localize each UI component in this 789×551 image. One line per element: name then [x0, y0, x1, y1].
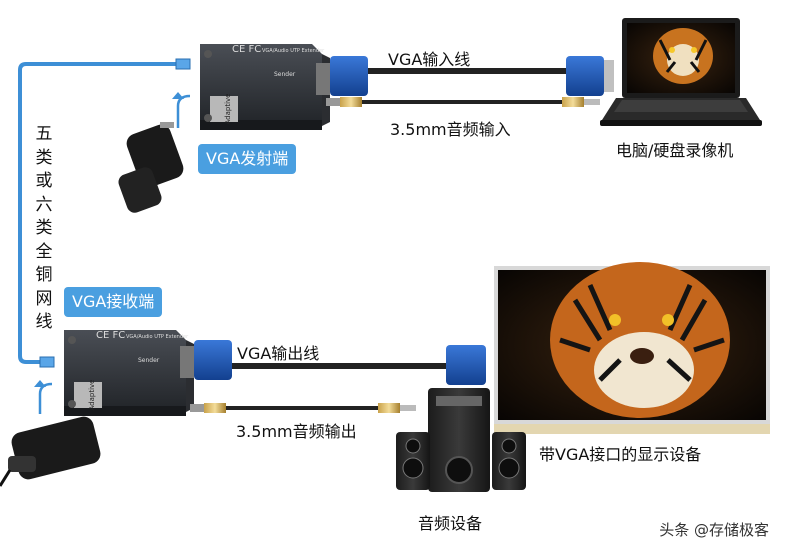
svg-text:CE FC: CE FC — [96, 330, 125, 341]
audio-device-label: 音频设备 — [418, 514, 483, 533]
power-adapter-bottom — [0, 380, 101, 487]
display-monitor-image — [494, 262, 770, 434]
vga-input-cable — [316, 56, 614, 96]
audio-input-cable — [326, 97, 600, 107]
network-cable — [18, 58, 191, 368]
network-cable-label: 五类或六类全铜网线 — [35, 124, 53, 332]
vga-sender-device: Adaptive CE FC VGA/Audio UTP Extender Se… — [200, 44, 330, 130]
svg-text:Sender: Sender — [138, 357, 160, 364]
watermark: 头条 @存储极客 — [659, 521, 769, 539]
audio-output-cable — [190, 403, 416, 413]
svg-text:VGA/Audio UTP Extender: VGA/Audio UTP Extender — [262, 48, 325, 54]
laptop-image — [600, 18, 762, 126]
computer-label: 电脑/硬盘录像机 — [616, 141, 734, 160]
svg-text:Sender: Sender — [274, 71, 296, 78]
sender-badge: VGA发射端 — [198, 144, 297, 174]
vga-receiver-device: Adaptive CE FC VGA/Audio UTP Extender Se… — [64, 330, 194, 416]
display-label: 带VGA接口的显示设备 — [539, 445, 702, 464]
receiver-badge: VGA接收端 — [64, 287, 163, 317]
audio-output-label: 3.5mm音频输出 — [236, 422, 357, 441]
vga-input-label: VGA输入线 — [388, 50, 471, 69]
audio-speakers-image — [396, 388, 526, 492]
power-adapter-top — [118, 92, 191, 213]
audio-input-label: 3.5mm音频输入 — [390, 120, 511, 139]
device-side-label: Adaptive — [224, 94, 232, 125]
vga-output-label: VGA输出线 — [237, 344, 320, 363]
svg-text:CE FC: CE FC — [232, 44, 261, 55]
svg-text:Adaptive: Adaptive — [88, 380, 96, 411]
vga-output-cable — [180, 340, 486, 385]
svg-text:VGA/Audio UTP Extender: VGA/Audio UTP Extender — [126, 334, 189, 340]
